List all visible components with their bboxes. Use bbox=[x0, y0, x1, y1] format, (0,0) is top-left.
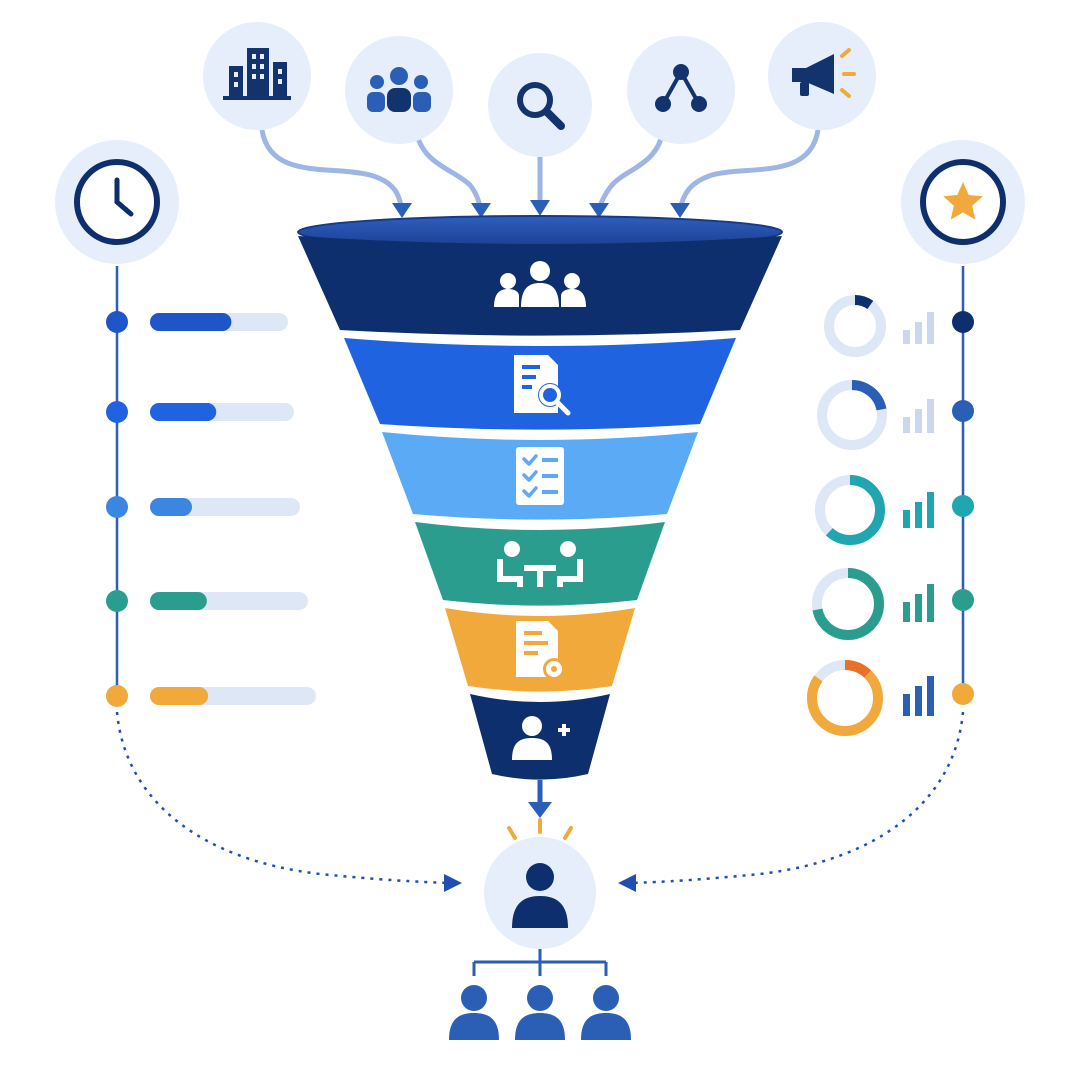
arrowhead bbox=[670, 203, 690, 218]
funnel-stage bbox=[415, 522, 665, 606]
progress-fill bbox=[150, 403, 217, 421]
timeline-node bbox=[106, 590, 128, 612]
arrowhead bbox=[471, 203, 491, 218]
timeline-node bbox=[106, 685, 128, 707]
funnel bbox=[297, 215, 783, 818]
timeline-node bbox=[952, 311, 974, 333]
timeline-node bbox=[952, 495, 974, 517]
hired-candidate-icon bbox=[512, 863, 568, 928]
progress-row bbox=[106, 590, 308, 612]
donut-row bbox=[824, 295, 974, 357]
left-timeline bbox=[55, 140, 462, 892]
mini-bar-chart-icon bbox=[903, 492, 934, 528]
donut-gauges bbox=[807, 295, 974, 736]
donut-accent bbox=[807, 660, 883, 736]
mini-bar-chart-icon bbox=[903, 584, 934, 622]
arrowhead bbox=[392, 203, 412, 218]
search-icon bbox=[517, 82, 565, 130]
org-connector bbox=[472, 949, 608, 976]
progress-row bbox=[106, 401, 294, 423]
timeline-node bbox=[952, 683, 974, 705]
donut-row bbox=[815, 475, 974, 545]
mini-bar-chart-icon bbox=[903, 399, 934, 433]
timeline-node bbox=[106, 496, 128, 518]
progress-row bbox=[106, 685, 316, 707]
document-search-icon bbox=[514, 355, 571, 416]
donut-row bbox=[812, 568, 974, 640]
donut-fill bbox=[824, 295, 886, 357]
star-badge-icon bbox=[920, 159, 1006, 245]
contract-icon bbox=[516, 621, 565, 680]
source-network bbox=[627, 36, 735, 144]
progress-fill bbox=[150, 687, 209, 705]
funnel-stage-band bbox=[415, 522, 665, 606]
funnel-stage bbox=[382, 432, 698, 520]
donut-row bbox=[807, 660, 974, 736]
funnel-stage bbox=[344, 338, 736, 430]
funnel-stage bbox=[298, 236, 782, 336]
network-icon bbox=[655, 64, 707, 112]
clock-icon bbox=[74, 159, 160, 245]
funnel-stage bbox=[470, 694, 610, 780]
progress-row bbox=[106, 496, 300, 518]
donut-row bbox=[817, 380, 974, 450]
donut-track bbox=[824, 295, 886, 357]
buildings-icon bbox=[223, 48, 291, 100]
source-arrows bbox=[259, 129, 821, 218]
mini-bar-chart-icon bbox=[903, 312, 934, 344]
timeline-node bbox=[952, 589, 974, 611]
source-arrow bbox=[259, 129, 405, 213]
source-team bbox=[345, 36, 453, 144]
donut-fill bbox=[815, 475, 885, 545]
source-arrow bbox=[596, 134, 665, 213]
source-search bbox=[488, 53, 592, 157]
progress-fill bbox=[150, 313, 232, 331]
arrowhead bbox=[444, 874, 462, 892]
arrowhead bbox=[530, 200, 550, 216]
funnel-stage-band bbox=[470, 694, 610, 780]
donut-fill bbox=[812, 568, 884, 640]
right-timeline bbox=[618, 140, 1025, 892]
checklist-icon bbox=[516, 447, 564, 505]
source-icons bbox=[203, 22, 876, 157]
arrowhead bbox=[528, 802, 552, 818]
timeline-node bbox=[952, 400, 974, 422]
megaphone-icon bbox=[792, 48, 856, 98]
arrowhead bbox=[618, 874, 636, 892]
arrowhead bbox=[589, 203, 609, 218]
mini-bar-chart-icon bbox=[903, 676, 934, 716]
timeline-node bbox=[106, 311, 128, 333]
left-dotted-connector bbox=[115, 711, 451, 885]
right-dotted-connector bbox=[631, 711, 965, 885]
org-team-icon bbox=[449, 985, 631, 1040]
meeting-icon bbox=[497, 541, 583, 587]
funnel-stage bbox=[445, 608, 635, 692]
progress-row bbox=[106, 311, 288, 333]
progress-fill bbox=[150, 498, 192, 516]
audience-icon bbox=[494, 261, 586, 307]
donut-fill bbox=[817, 380, 887, 450]
team-icon bbox=[367, 67, 431, 112]
source-arrow bbox=[677, 129, 821, 213]
source-megaphone bbox=[768, 22, 876, 130]
outcome bbox=[449, 818, 631, 1040]
timeline-node bbox=[106, 401, 128, 423]
progress-bars bbox=[106, 311, 316, 707]
source-buildings bbox=[203, 22, 311, 130]
funnel-stages bbox=[298, 236, 782, 780]
add-user-icon bbox=[512, 716, 570, 760]
source-arrow bbox=[414, 134, 484, 213]
progress-fill bbox=[150, 592, 207, 610]
